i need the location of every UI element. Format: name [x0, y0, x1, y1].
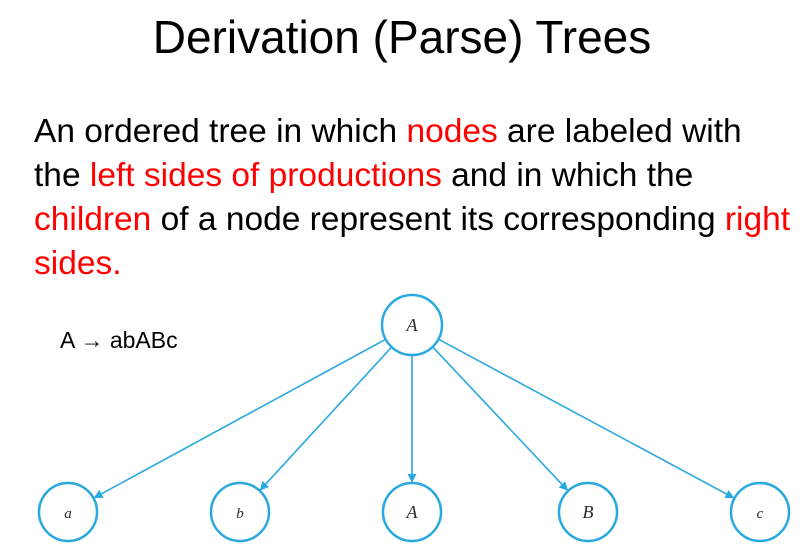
tree-node-child: B — [557, 481, 619, 543]
tree-edge — [259, 346, 393, 491]
tree-node-root: A — [380, 293, 444, 357]
production-rule: A → abABc — [60, 327, 178, 353]
definition-segment: of a node represent its corresponding — [151, 201, 725, 238]
tree-node-child-label: a — [64, 506, 72, 522]
tree-node-child: a — [37, 481, 99, 543]
tree-node-child-label: A — [406, 502, 419, 522]
definition-highlight: right sides. — [34, 201, 791, 282]
tree-node-child-circle — [209, 481, 271, 543]
tree-node-child-label: c — [757, 506, 764, 522]
definition-segment: and in which the — [441, 157, 694, 194]
slide-title: Derivation (Parse) Trees — [152, 11, 652, 63]
tree-node-root-label: A — [406, 315, 419, 335]
tree-node-child-circle — [381, 481, 443, 543]
tree-node-child: b — [209, 481, 271, 543]
tree-node-root-circle — [380, 293, 444, 357]
tree-node-child: c — [729, 481, 791, 543]
definition-text: An ordered tree in which nodes are label… — [34, 110, 794, 286]
definition-segment: An ordered tree in which — [34, 113, 407, 150]
tree-node-child-circle — [37, 481, 99, 543]
tree-edges — [93, 338, 735, 499]
tree-node-child-label: b — [236, 506, 244, 522]
tree-node-child-circle — [557, 481, 619, 543]
tree-node-child: A — [381, 481, 443, 543]
definition-highlight: left sides of productions — [89, 157, 442, 194]
definition-segment: are labeled with the — [34, 113, 742, 194]
tree-node-child-circle — [729, 481, 791, 543]
definition-highlight: children — [34, 201, 152, 238]
tree-edge — [93, 338, 387, 499]
tree-edge — [431, 346, 569, 491]
tree-node-child-label: B — [583, 502, 594, 522]
definition-highlight: nodes — [406, 113, 498, 150]
tree-edge — [438, 338, 735, 499]
